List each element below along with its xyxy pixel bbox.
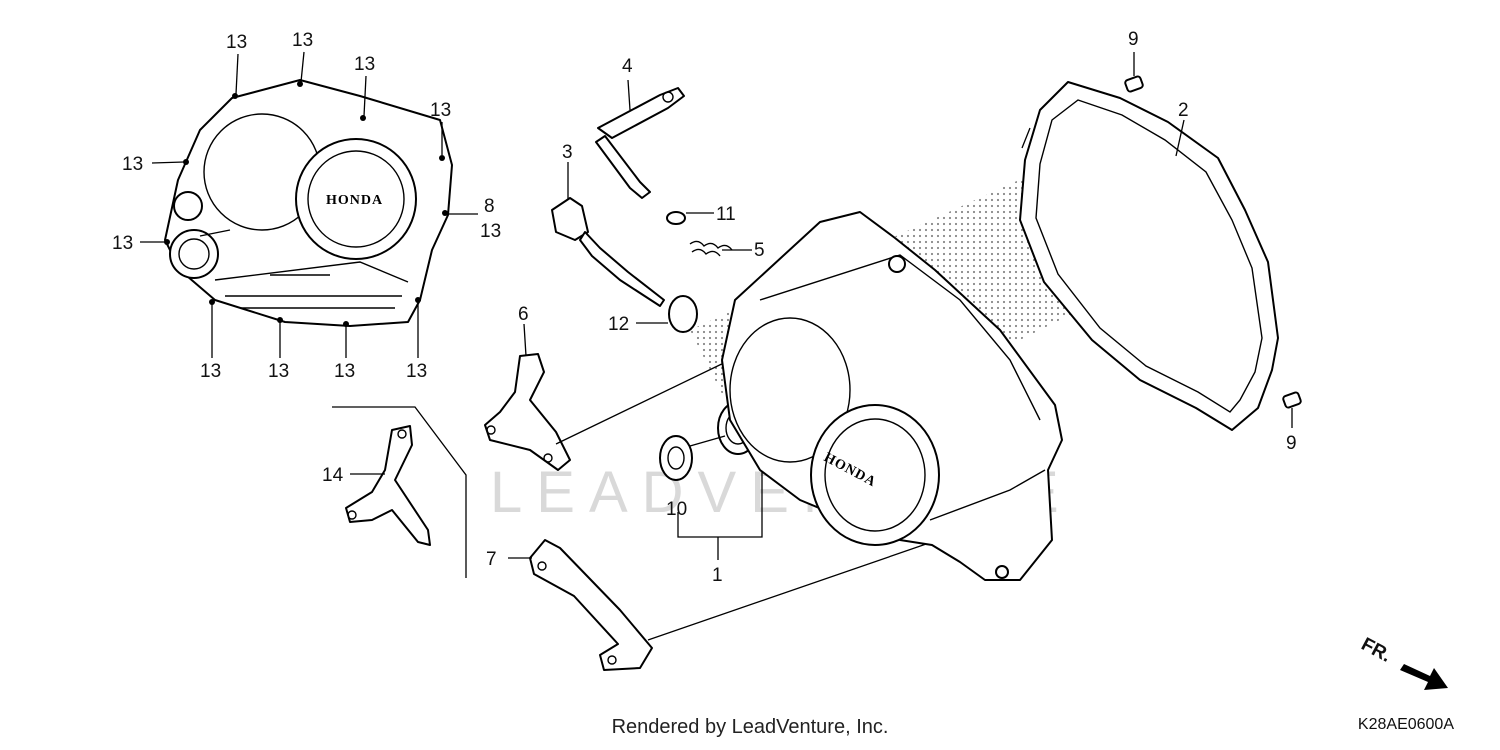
- callout-14: 14: [322, 465, 344, 486]
- callout-4: 4: [622, 56, 633, 77]
- callout-11: 11: [716, 204, 736, 225]
- part-4-arm: [595, 79, 685, 199]
- callout-13: 13: [430, 100, 451, 121]
- part-6-bracket: [484, 323, 731, 471]
- callout-13: 13: [226, 32, 247, 53]
- gasket-2: [1019, 81, 1279, 431]
- callout-12: 12: [608, 314, 629, 335]
- callout-13: 13: [112, 233, 133, 254]
- callout-13: 13: [200, 361, 221, 382]
- part-5-spring: [689, 240, 752, 257]
- callout-7: 7: [486, 549, 497, 570]
- main-cover: HONDA: [721, 211, 1063, 581]
- callout-2: 2: [1178, 100, 1189, 121]
- front-direction-label: FR.: [1358, 634, 1395, 667]
- dowel-pin-top: [1124, 52, 1144, 93]
- brand-logo-left: HONDA: [326, 193, 383, 208]
- callout-labels: 13 13 13 13 13 8 13 13 13 13 13 13 4 3 1…: [112, 29, 1297, 586]
- callout-13: 13: [406, 361, 427, 382]
- callout-13: 13: [292, 30, 313, 51]
- outer-cover: HONDA: [164, 79, 453, 327]
- part-12-oring: [668, 295, 698, 333]
- callout-3: 3: [562, 142, 573, 163]
- callout-13: 13: [268, 361, 289, 382]
- callout-1: 1: [712, 565, 723, 586]
- part-7-bracket: [508, 521, 991, 671]
- leader-2: [1175, 119, 1185, 157]
- callout-6: 6: [518, 304, 529, 325]
- callout-13: 13: [334, 361, 355, 382]
- footer-credit: Rendered by LeadVenture, Inc.: [611, 716, 889, 738]
- diagram-code: K28AE0600A: [1357, 716, 1454, 733]
- callout-13: 13: [354, 54, 375, 75]
- callout-13: 13: [122, 154, 143, 175]
- callout-8: 8: [484, 196, 495, 217]
- callout-9: 9: [1286, 433, 1297, 454]
- bracket-14: [332, 406, 467, 578]
- part-3-dipstick: [551, 162, 665, 307]
- front-direction-arrow: FR.: [1358, 634, 1448, 690]
- callout-13: 13: [480, 221, 501, 242]
- callout-9: 9: [1128, 29, 1139, 50]
- callout-10: 10: [666, 499, 687, 520]
- callout-5: 5: [754, 240, 765, 261]
- part-11-ring: [666, 211, 686, 225]
- dowel-pin-bottom: [1282, 391, 1302, 428]
- leaders-13: [140, 51, 478, 358]
